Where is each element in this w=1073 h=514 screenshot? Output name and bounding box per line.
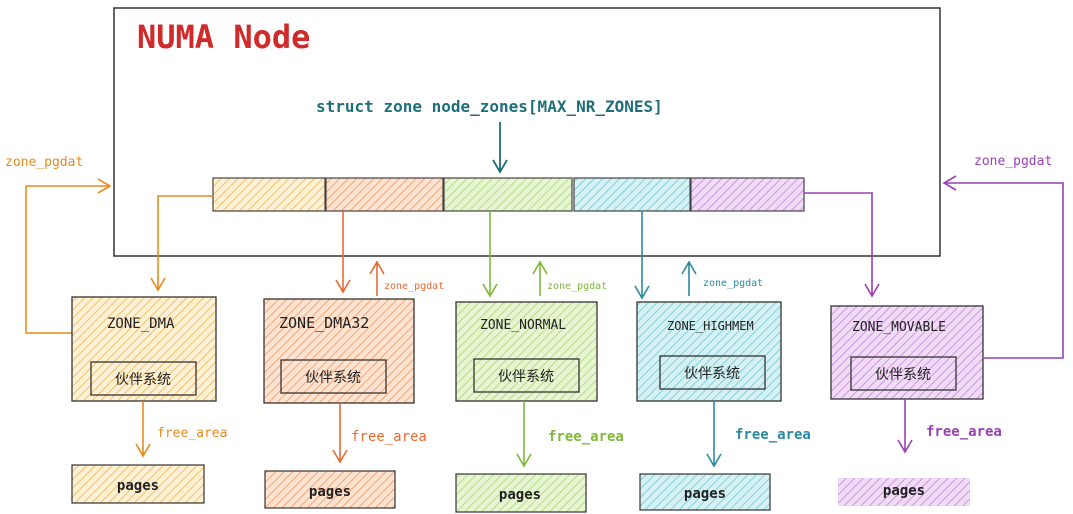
- zone-pgdat-right-label: zone_pgdat: [974, 154, 1052, 169]
- zone-highmem-box: [636, 301, 782, 402]
- zone-normal-pages: pages: [499, 487, 541, 503]
- zone-movable-free-area: free_area: [926, 424, 1002, 440]
- zone-dma-box: [71, 296, 217, 402]
- zone-movable-free-arrow: [897, 399, 913, 454]
- numa-node-box: [113, 7, 941, 257]
- arrow-array-to-highmem: [634, 211, 650, 300]
- zone-normal-name: ZONE_NORMAL: [480, 318, 566, 333]
- zone-dma-free-arrow: [135, 401, 151, 458]
- struct-arrow: [492, 122, 508, 174]
- zone-normal-free-arrow: [516, 401, 532, 468]
- zone-pgdat-left-label: zone_pgdat: [5, 155, 83, 170]
- struct-label: struct zone node_zones[MAX_NR_ZONES]: [316, 97, 663, 116]
- zone-normal-box: [455, 301, 598, 402]
- zone-dma32-name: ZONE_DMA32: [279, 314, 369, 332]
- zone-normal-buddy-box: [473, 358, 580, 393]
- zone-highmem-pages-box: [639, 473, 771, 511]
- arrow-pgdat-highmem: [681, 260, 697, 296]
- arrow-array-to-movable: [804, 192, 880, 298]
- zone-normal-buddy: 伙伴系统: [498, 369, 554, 385]
- arrow-pgdat-dma32: [369, 260, 385, 296]
- zone-highmem-name: ZONE_HIGHMEM: [667, 319, 754, 333]
- zone-dma: ZONE_DMA 伙伴系统 free_area pages: [71, 296, 227, 504]
- zone-dma32-pages-box: [264, 470, 396, 509]
- zone-dma-pages: pages: [117, 478, 159, 494]
- zone-dma32-buddy: 伙伴系统: [305, 370, 361, 386]
- pgdat-label-dma32: zone_pgdat: [384, 281, 444, 292]
- array-cell-highmem: [573, 177, 691, 212]
- zone-dma-buddy-box: [90, 361, 197, 396]
- zone-movable-buddy-box: [850, 356, 957, 391]
- zone-highmem-pages: pages: [684, 486, 726, 502]
- zone-dma-free-area: free_area: [157, 426, 227, 441]
- zone-dma-name: ZONE_DMA: [107, 316, 175, 332]
- zone-dma-buddy: 伙伴系统: [115, 372, 171, 388]
- zone-movable-box: [830, 305, 984, 400]
- zone-highmem-buddy-box: [659, 355, 766, 390]
- zone-dma32: ZONE_DMA32 伙伴系统 free_area pages: [263, 298, 427, 509]
- zone-movable-name: ZONE_MOVABLE: [852, 320, 946, 335]
- zone-movable-pages-box: [838, 478, 970, 506]
- arrow-array-to-dma: [150, 195, 213, 292]
- zone-highmem-buddy: 伙伴系统: [684, 366, 740, 382]
- array-cell-normal: [443, 177, 573, 212]
- zone-dma32-buddy-box: [280, 359, 387, 394]
- pgdat-label-highmem: zone_pgdat: [703, 278, 763, 289]
- zone-highmem-free-area: free_area: [735, 427, 811, 443]
- zone-dma32-pages: pages: [309, 484, 351, 500]
- array-cell-dma32: [325, 177, 444, 212]
- numa-node-title: NUMA Node: [137, 18, 310, 56]
- zone-normal-free-area: free_area: [548, 429, 624, 445]
- zone-dma32-box: [263, 298, 415, 404]
- array-cell-dma: [212, 177, 326, 212]
- zone-normal-pages-box: [455, 473, 587, 513]
- zone-dma32-free-arrow: [332, 403, 348, 464]
- arrow-zone-pgdat-left: [25, 178, 112, 334]
- arrow-array-to-dma32: [335, 211, 351, 294]
- zone-movable-pages: pages: [883, 483, 925, 499]
- arrow-pgdat-normal: [532, 260, 548, 296]
- zone-highmem: ZONE_HIGHMEM 伙伴系统 free_area pages: [636, 301, 811, 511]
- zone-normal: ZONE_NORMAL 伙伴系统 free_area pages: [455, 301, 624, 513]
- zone-movable: ZONE_MOVABLE 伙伴系统 free_area pages: [830, 305, 1002, 506]
- array-cell-movable: [690, 177, 805, 212]
- arrow-array-to-normal: [482, 211, 498, 298]
- zone-highmem-free-arrow: [706, 401, 722, 468]
- arrow-zone-pgdat-right: [942, 175, 1064, 359]
- zone-dma32-free-area: free_area: [351, 429, 427, 445]
- zone-movable-buddy: 伙伴系统: [875, 367, 931, 383]
- zone-dma-pages-box: [71, 464, 205, 504]
- pgdat-label-normal: zone_pgdat: [547, 281, 607, 292]
